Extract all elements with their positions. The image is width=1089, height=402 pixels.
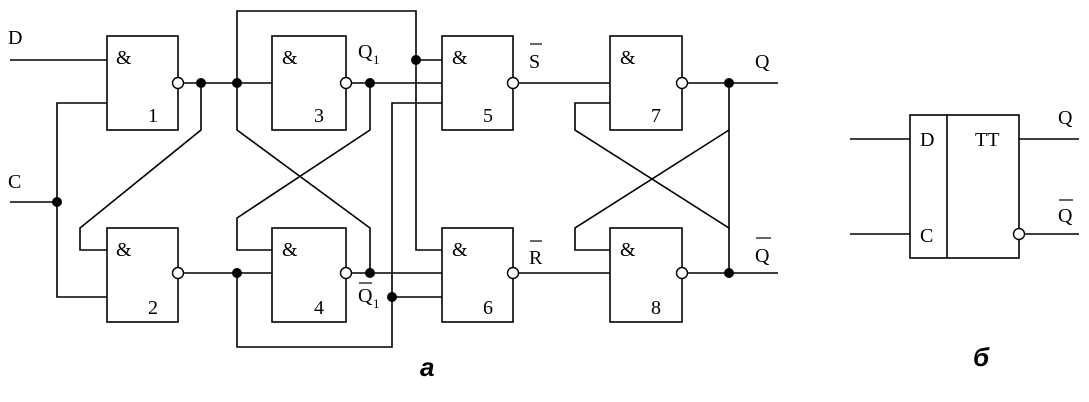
gate-symbol: & — [282, 47, 298, 69]
flip-flop-block-symbol: D C TT Q Q — [850, 107, 1079, 259]
q-output-label: Q — [755, 51, 770, 73]
gate-number: 5 — [483, 105, 493, 127]
gate-number: 1 — [148, 105, 158, 127]
nq-letter: Q — [755, 245, 770, 267]
gate-symbol: & — [452, 47, 468, 69]
input-d-label: D — [8, 27, 22, 49]
gate-number: 2 — [148, 297, 158, 319]
junction-dot — [365, 78, 375, 88]
gate-7: & 7 — [609, 35, 689, 131]
junction-dot — [232, 78, 242, 88]
wire-cross-7-8a — [574, 83, 730, 230]
gate-4: & 4 — [271, 227, 353, 323]
gate-symbol: & — [620, 47, 636, 69]
inverter-bubble — [1012, 227, 1026, 241]
wire-nq1-g5 — [391, 102, 442, 297]
wire-top-loop — [236, 10, 442, 251]
gate-5: & 5 — [441, 35, 520, 131]
junction-dots — [52, 55, 734, 302]
wire-bottom-loop — [236, 273, 393, 348]
block-c-label: C — [920, 225, 933, 247]
gate-symbol: & — [282, 239, 298, 261]
inverter-bubble — [339, 266, 353, 280]
inverter-bubble — [171, 266, 185, 280]
input-c-label: C — [8, 171, 21, 193]
caption-a: а — [420, 352, 434, 382]
inverter-bubble — [171, 76, 185, 90]
inverter-bubble — [506, 266, 520, 280]
junction-dot — [724, 78, 734, 88]
inverter-bubble — [675, 266, 689, 280]
block-q-label: Q — [1058, 107, 1073, 129]
inverter-bubble — [675, 76, 689, 90]
wire-cross-3-4a — [236, 83, 371, 273]
s-letter: S — [529, 51, 540, 73]
q1-letter: Q — [358, 41, 373, 63]
gate-number: 3 — [314, 105, 324, 127]
gate-8: & 8 — [609, 227, 689, 323]
gate-number: 7 — [651, 105, 661, 127]
wire-cross-7-8b — [574, 129, 730, 251]
nq1-subscript: 1 — [373, 296, 380, 311]
gate-number: 6 — [483, 297, 493, 319]
nq-output-label: Q — [755, 237, 771, 267]
gate-symbol: & — [116, 47, 132, 69]
nq1-label: Q 1 — [358, 282, 380, 311]
wire-cross-3-4b — [236, 83, 371, 251]
caption-b: б — [973, 342, 990, 372]
gate-number: 8 — [651, 297, 661, 319]
r-label: R — [529, 240, 543, 269]
block-title: TT — [975, 129, 999, 151]
junction-dot — [52, 197, 62, 207]
inverter-bubble — [506, 76, 520, 90]
q1-subscript: 1 — [373, 52, 380, 67]
gate-3: & 3 — [271, 35, 353, 131]
inverter-bubble — [339, 76, 353, 90]
r-letter: R — [529, 247, 543, 269]
junction-dot — [724, 268, 734, 278]
block-nq-label: Q — [1058, 205, 1073, 227]
nq1-letter: Q — [358, 285, 373, 307]
gate-symbol: & — [452, 239, 468, 261]
gate-6: & 6 — [441, 227, 520, 323]
gate-symbol: & — [116, 239, 132, 261]
junction-dot — [411, 55, 421, 65]
gate-2: & 2 — [106, 227, 185, 323]
q1-label: Q 1 — [358, 41, 380, 67]
gate-symbol: & — [620, 239, 636, 261]
wire-c-bus — [56, 102, 107, 298]
junction-dot — [387, 292, 397, 302]
gate-1: & 1 — [106, 35, 185, 131]
gate-number: 4 — [314, 297, 324, 319]
block-d-label: D — [920, 129, 934, 151]
junction-dot — [232, 268, 242, 278]
block-body — [909, 114, 1020, 259]
s-label: S — [529, 43, 542, 73]
junction-dot — [196, 78, 206, 88]
wire-g1-g2 — [79, 83, 202, 251]
junction-dot — [365, 268, 375, 278]
